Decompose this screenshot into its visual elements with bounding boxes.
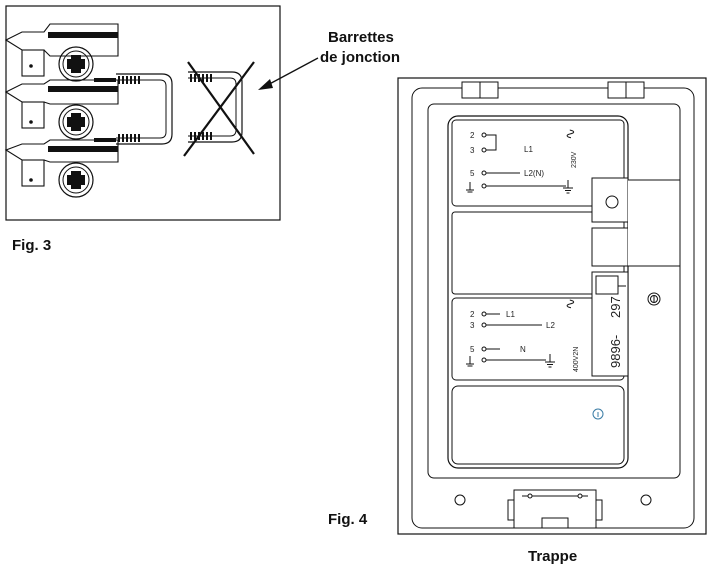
fig4-caption: Fig. 4 [328,511,368,528]
screw-icon [58,162,94,198]
svg-text:N: N [520,345,526,354]
svg-text:3: 3 [470,146,475,155]
top-clip-left [461,81,499,99]
svg-text:2: 2 [470,310,475,319]
ground-icon [545,354,555,368]
ground-icon [466,356,474,367]
callout-line-2: de jonction [320,49,400,66]
model-number-suffix: 297 [608,296,623,318]
ac-symbol: ∿ [563,298,579,310]
svg-text:L1: L1 [524,145,533,154]
screw-icon [58,104,94,140]
voltage-label: 230V [571,151,578,168]
junction-bar [116,73,173,145]
screw-icon [647,292,661,306]
callout-line-1: Barrettes [328,29,394,46]
junction-bar-crossed [183,61,255,157]
lower-zone: 2 3 5 L1 L2 N ∿ [451,297,625,381]
svg-text:5: 5 [470,169,475,178]
ground-icon [466,182,474,193]
fig4-panel: 2 3 5 L1 L2(N) ∿ 230V [397,77,707,535]
svg-text:2: 2 [470,131,475,140]
svg-text:L2: L2 [546,321,555,330]
cross-out-icon [183,61,255,157]
voltage-label: 400V2N [573,347,580,372]
fig3-panel [4,5,319,221]
trapdoor-label: Trappe [528,548,577,565]
callout-arrow [258,57,319,90]
terminal-strip-3 [4,139,119,198]
screw-icon [58,46,94,82]
trapdoor [507,489,603,529]
model-number-prefix: 9896- [608,335,623,368]
svg-text:L2(N): L2(N) [524,169,544,178]
svg-text:3: 3 [470,321,475,330]
svg-text:5: 5 [470,345,475,354]
upper-zone: 2 3 5 L1 L2(N) ∿ 230V [451,119,625,207]
top-clip-right [607,81,645,99]
fig3-caption: Fig. 3 [12,237,51,254]
ac-symbol: ∿ [563,128,579,140]
ground-icon [563,180,573,194]
svg-text:L1: L1 [506,310,515,319]
